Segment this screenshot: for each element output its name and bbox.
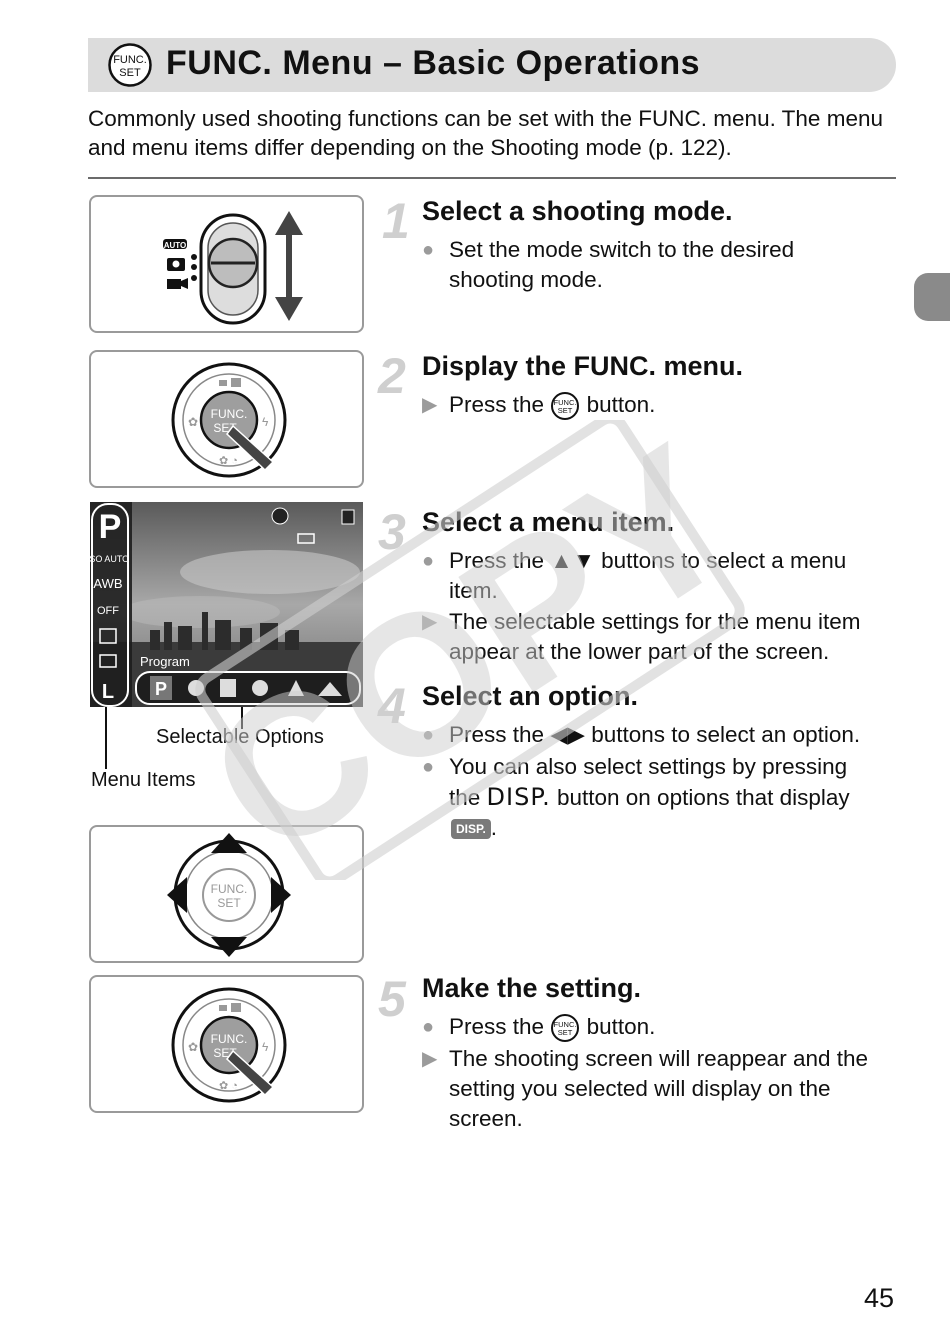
svg-text:ϟ: ϟ — [262, 415, 269, 429]
circle-bullet-icon: ● — [422, 239, 435, 261]
svg-text:FUNC.: FUNC. — [113, 54, 147, 66]
lcd-menu-item: ISO AUTO — [90, 554, 129, 564]
auto-mode-label: AUTO — [164, 241, 187, 250]
step-number: 4 — [378, 678, 406, 734]
lcd-option — [252, 680, 268, 696]
svg-text:FUNC.: FUNC. — [211, 882, 248, 896]
down-arrow-icon — [211, 937, 247, 957]
func-set-icon: FUNC. SET — [551, 1014, 580, 1043]
section-tab — [914, 273, 950, 321]
dial-arrows-illustration: FUNC. SET — [89, 825, 364, 963]
pointing-hand-icon — [225, 1049, 275, 1097]
step-bullet: ▶ The shooting screen will reappear and … — [422, 1046, 869, 1131]
lcd-menu-item — [99, 654, 117, 668]
func-press-illustration: FUNC. SET ✿ ϟ ✿ ◔ — [89, 350, 364, 488]
lcd-option — [220, 679, 236, 697]
lcd-screen-illustration: P ISO AUTO AWB OFF L Program P — [90, 502, 363, 707]
func-set-icon: FUNC. SET — [551, 392, 580, 421]
right-arrow-icon — [271, 877, 291, 913]
lcd-menu-item: AWB — [93, 576, 122, 591]
step-number: 1 — [382, 193, 410, 249]
svg-text:FUNC.: FUNC. — [211, 1032, 248, 1046]
svg-text:SET: SET — [558, 406, 573, 415]
circle-bullet-icon: ● — [422, 756, 435, 778]
svg-text:P: P — [155, 679, 167, 699]
circle-bullet-icon: ● — [422, 550, 435, 572]
step-bullet: ● You can also select settings by pressi… — [422, 754, 850, 840]
page-number: 45 — [864, 1283, 895, 1313]
lcd-menu-item: OFF — [97, 605, 119, 617]
svg-text:✿: ✿ — [188, 415, 198, 429]
lcd-menu-item — [99, 628, 117, 644]
step-title: Select an option. — [422, 681, 639, 711]
circle-bullet-icon: ● — [422, 1016, 435, 1038]
divider — [88, 177, 896, 179]
triangle-bullet-icon: ▶ — [422, 1048, 438, 1070]
mode-switch-illustration: AUTO — [89, 195, 364, 333]
svg-text:✿ ◔: ✿ ◔ — [219, 1080, 238, 1092]
lcd-mode-letter: P — [99, 508, 122, 546]
svg-text:L: L — [102, 681, 114, 703]
up-down-arrows-icon: ▲▼ — [550, 548, 595, 573]
svg-text:SET: SET — [119, 67, 141, 79]
svg-text:✿ ◔: ✿ ◔ — [219, 455, 238, 467]
func-confirm-illustration: FUNC. SET ✿ ϟ ✿ ◔ — [89, 975, 364, 1113]
step-bullet: ● Set the mode switch to the desired sho… — [422, 237, 795, 292]
left-right-arrows-icon: ◀▶ — [550, 722, 585, 747]
step-title: Select a menu item. — [422, 507, 675, 537]
step-title: Make the setting. — [422, 973, 642, 1003]
step-number: 5 — [378, 971, 406, 1027]
svg-text:ϟ: ϟ — [262, 1040, 269, 1054]
circle-bullet-icon: ● — [422, 724, 435, 746]
step-bullet: ● Press the ▲▼ buttons to select a menu … — [422, 548, 847, 603]
intro-text: Commonly used shooting functions can be … — [88, 106, 883, 160]
step-title: Display the FUNC. menu. — [422, 351, 744, 381]
disp-button-label: DISP. — [486, 783, 551, 811]
disp-badge-icon: DISP. — [451, 819, 491, 840]
step-bullet: ● Press the FUNC. SET button. — [422, 1012, 892, 1043]
svg-text:FUNC.: FUNC. — [211, 407, 248, 421]
step-bullet: ▶ The selectable settings for the menu i… — [422, 609, 861, 664]
step-number: 2 — [378, 348, 406, 404]
page-title: FUNC. Menu – Basic Operations — [166, 44, 701, 82]
svg-text:FUNC.: FUNC. — [554, 398, 577, 407]
up-down-arrow-icon — [275, 211, 303, 321]
left-arrow-icon — [167, 877, 187, 913]
svg-text:SET: SET — [217, 896, 241, 910]
step-number: 3 — [378, 504, 406, 560]
triangle-bullet-icon: ▶ — [422, 394, 438, 416]
svg-text:SET: SET — [558, 1028, 573, 1037]
step-title: Select a shooting mode. — [422, 196, 733, 226]
menu-items-label: Menu Items — [91, 769, 196, 791]
lcd-option — [188, 680, 204, 696]
movie-icon — [167, 278, 188, 289]
svg-text:FUNC.: FUNC. — [554, 1020, 577, 1029]
func-set-icon: FUNC. SET — [108, 43, 152, 87]
step-bullet: ● Press the ◀▶ buttons to select an opti… — [422, 720, 892, 750]
svg-text:✿: ✿ — [188, 1040, 198, 1054]
menu-items-leader — [105, 707, 107, 769]
step-bullet: ▶ Press the FUNC. SET button. — [422, 390, 882, 421]
triangle-bullet-icon: ▶ — [422, 611, 438, 633]
lcd-program-label: Program — [140, 654, 190, 669]
camera-icon — [167, 258, 185, 271]
selectable-options-label: Selectable Options — [156, 726, 324, 748]
header-bar — [88, 38, 896, 92]
